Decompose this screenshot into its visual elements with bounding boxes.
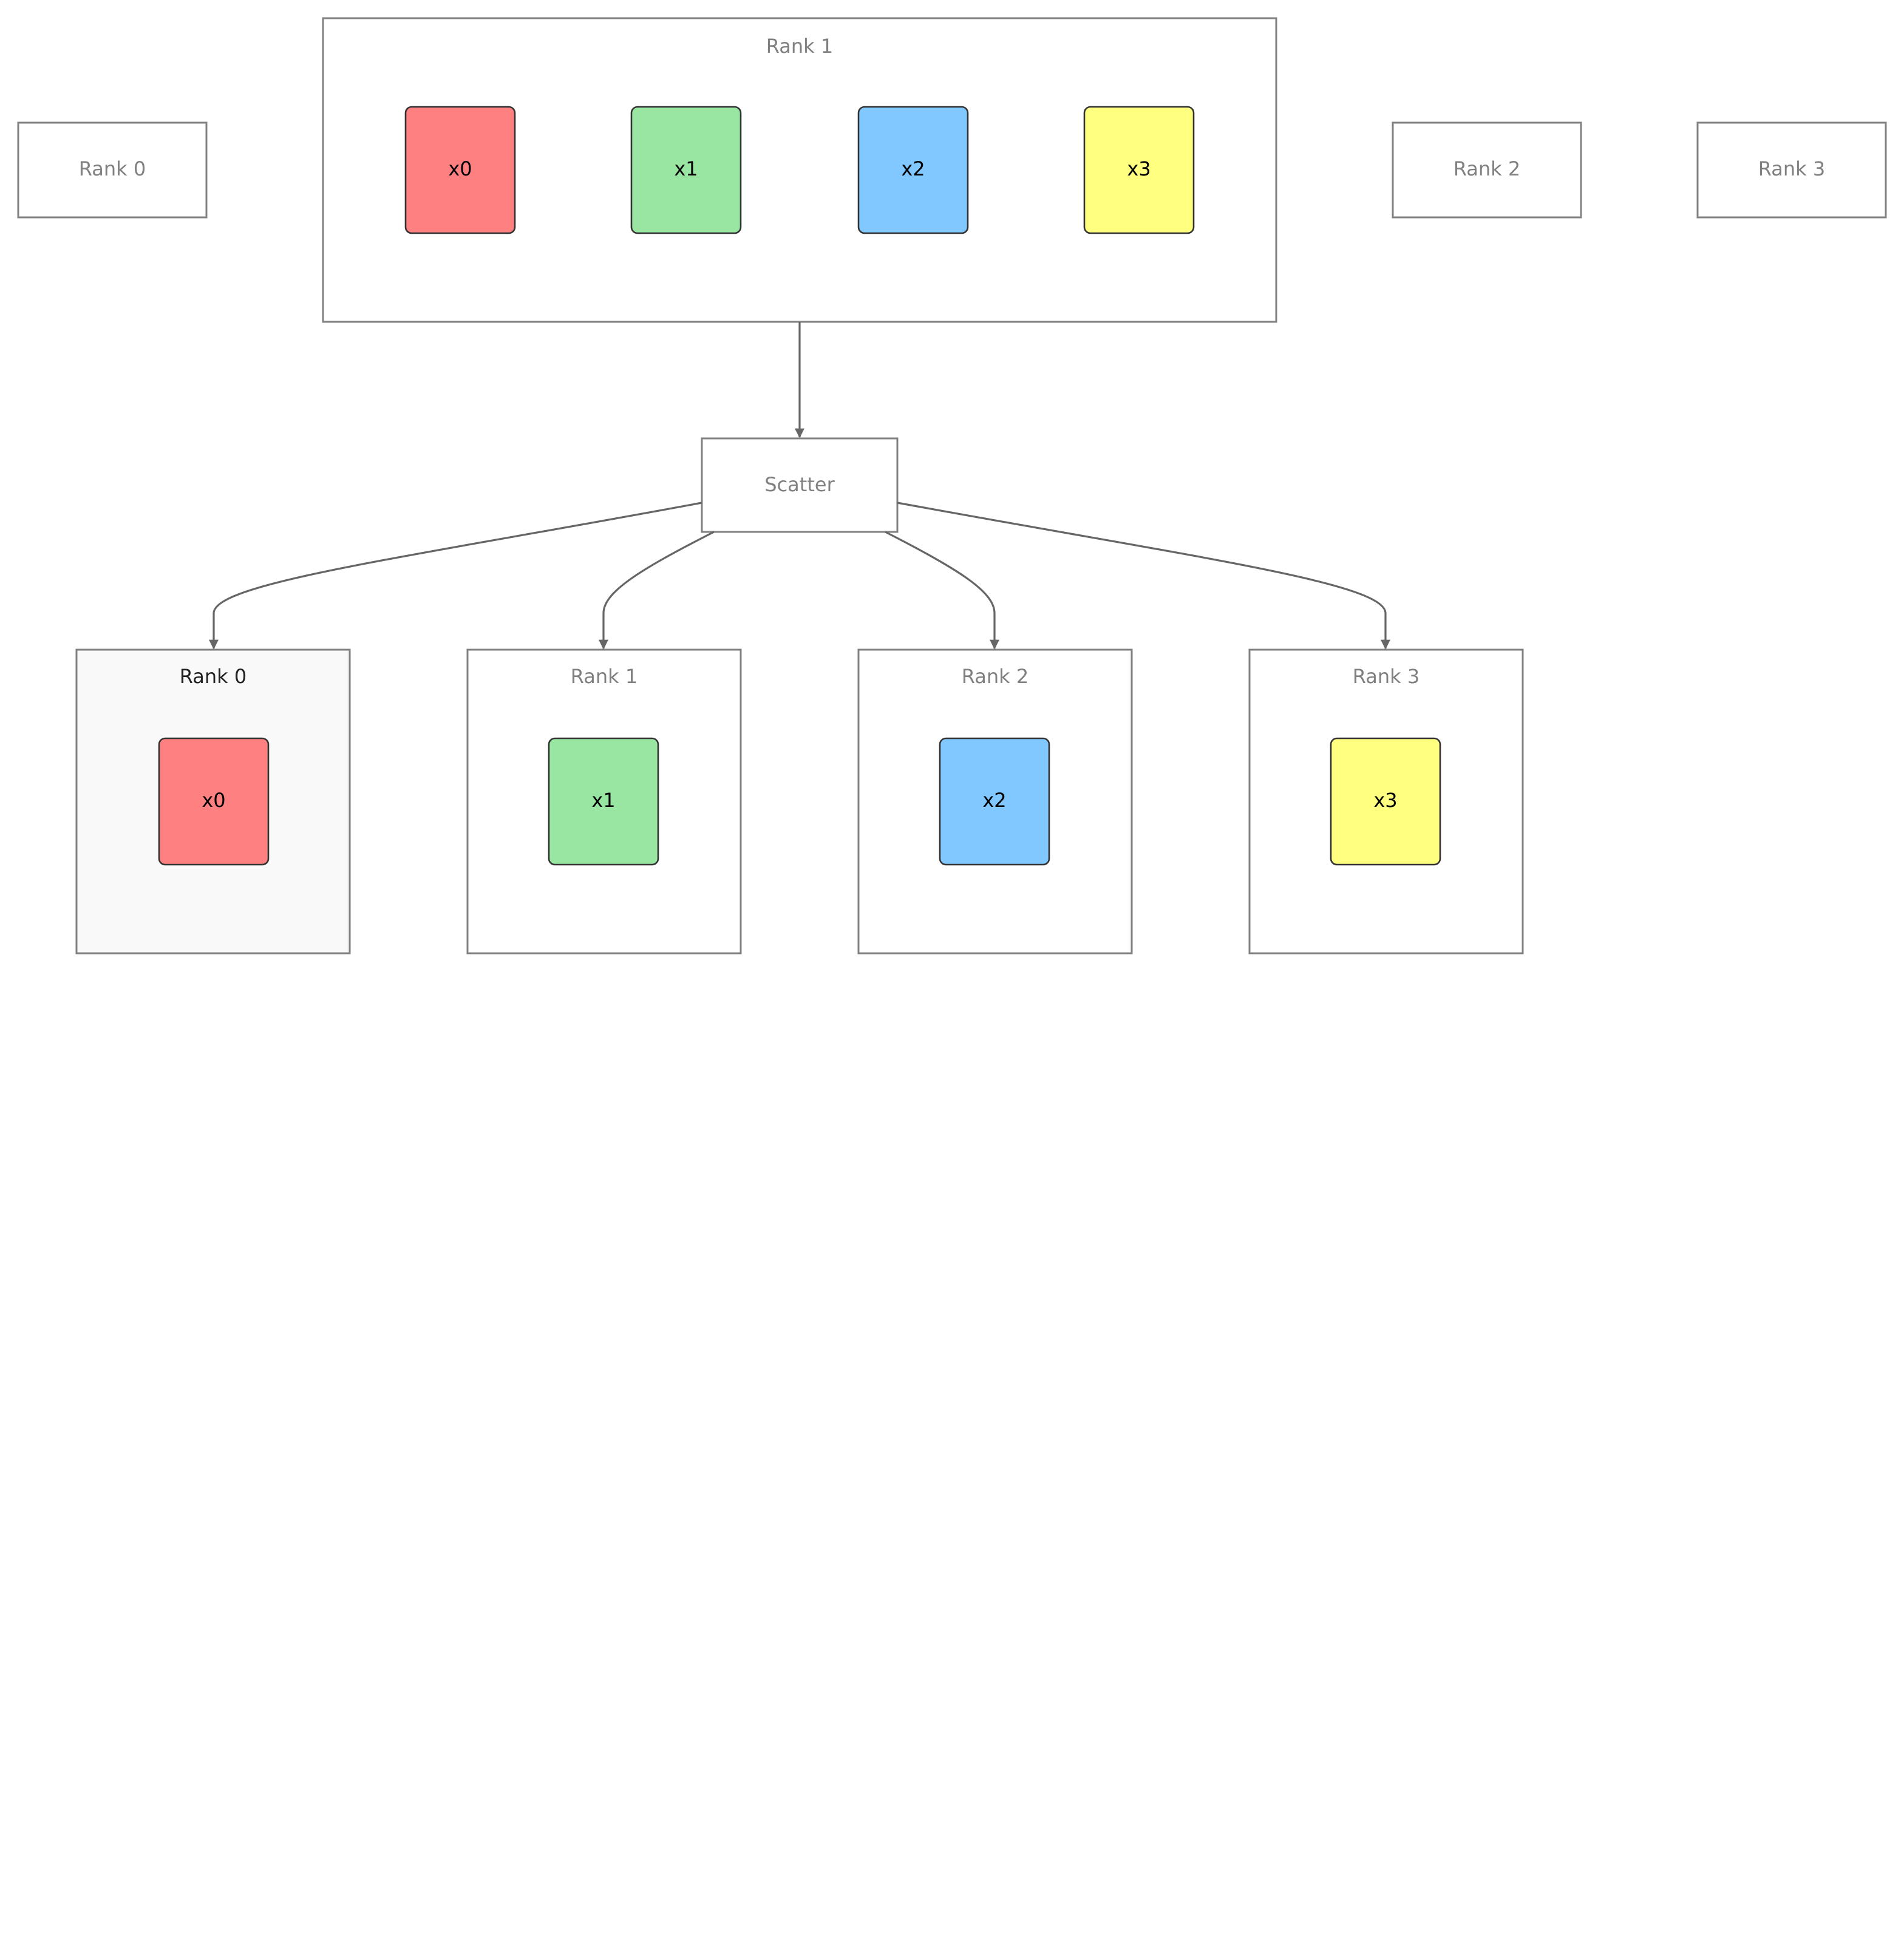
bottom-chip-x0	[158, 737, 270, 866]
bottom-rank2-group: Rank 2 x2	[857, 648, 1133, 954]
top-rank3-node: Rank 3	[1696, 121, 1887, 219]
top-rank1-group: Rank 1 x0 x1 x2 x3	[322, 17, 1277, 323]
bottom-rank1-group: Rank 1 x1	[466, 648, 742, 954]
bottom-chip-x0-label: x0	[202, 789, 225, 812]
chip-x1-label: x1	[674, 157, 698, 180]
chip-x1-box	[630, 106, 742, 234]
bottom-rank1-label: Rank 1	[571, 665, 638, 688]
top-rank2-label: Rank 2	[1453, 157, 1520, 180]
top-rank3-label: Rank 3	[1758, 157, 1825, 180]
chip-x3-box	[1083, 106, 1195, 234]
bottom-chip-x1-label: x1	[591, 789, 615, 812]
scatter-node: Scatter	[701, 437, 899, 533]
edge-scatter-to-rank3	[897, 502, 1390, 650]
top-chip-x1: x1	[630, 106, 742, 234]
bottom-chip-x2-label: x2	[982, 789, 1006, 812]
top-rank1-label: Rank 1	[766, 35, 833, 58]
top-chip-x2: x2	[857, 106, 969, 234]
scatter-diagram: Rank 0 Rank 1 x0 x1 x2 x3 Rank 2 Rank 3	[17, 17, 1887, 954]
bottom-chip-x1	[548, 737, 659, 866]
scatter-box	[701, 437, 899, 533]
bottom-chip-x3-label: x3	[1373, 789, 1397, 812]
chip-x2-label: x2	[901, 157, 925, 180]
top-rank0-node: Rank 0	[17, 121, 208, 219]
edge-scatter-to-rank2	[885, 531, 999, 650]
bottom-chip-x3	[1330, 737, 1441, 866]
top-rank0-label: Rank 0	[79, 157, 146, 180]
bottom-rank2-label: Rank 2	[962, 665, 1028, 688]
top-rank2-box	[1392, 121, 1582, 219]
bottom-rank0-label: Rank 0	[180, 665, 246, 688]
bottom-rank0-group: Rank 0 x0	[75, 648, 351, 954]
scatter-label: Scatter	[764, 473, 835, 496]
bottom-rank3-label: Rank 3	[1353, 665, 1420, 688]
top-chip-x0: x0	[404, 106, 516, 234]
edge-scatter-to-rank0	[209, 502, 702, 650]
top-rank0-box	[17, 121, 208, 219]
top-rank3-box	[1696, 121, 1887, 219]
chip-x3-label: x3	[1127, 157, 1151, 180]
bottom-chip-x2	[939, 737, 1050, 866]
chip-x2-box	[857, 106, 969, 234]
top-rank2-node: Rank 2	[1392, 121, 1582, 219]
bottom-rank3-group: Rank 3 x3	[1248, 648, 1524, 954]
chip-x0-label: x0	[448, 157, 472, 180]
chip-x0-box	[404, 106, 516, 234]
top-chip-x3: x3	[1083, 106, 1195, 234]
edge-scatter-to-rank1	[599, 531, 715, 650]
